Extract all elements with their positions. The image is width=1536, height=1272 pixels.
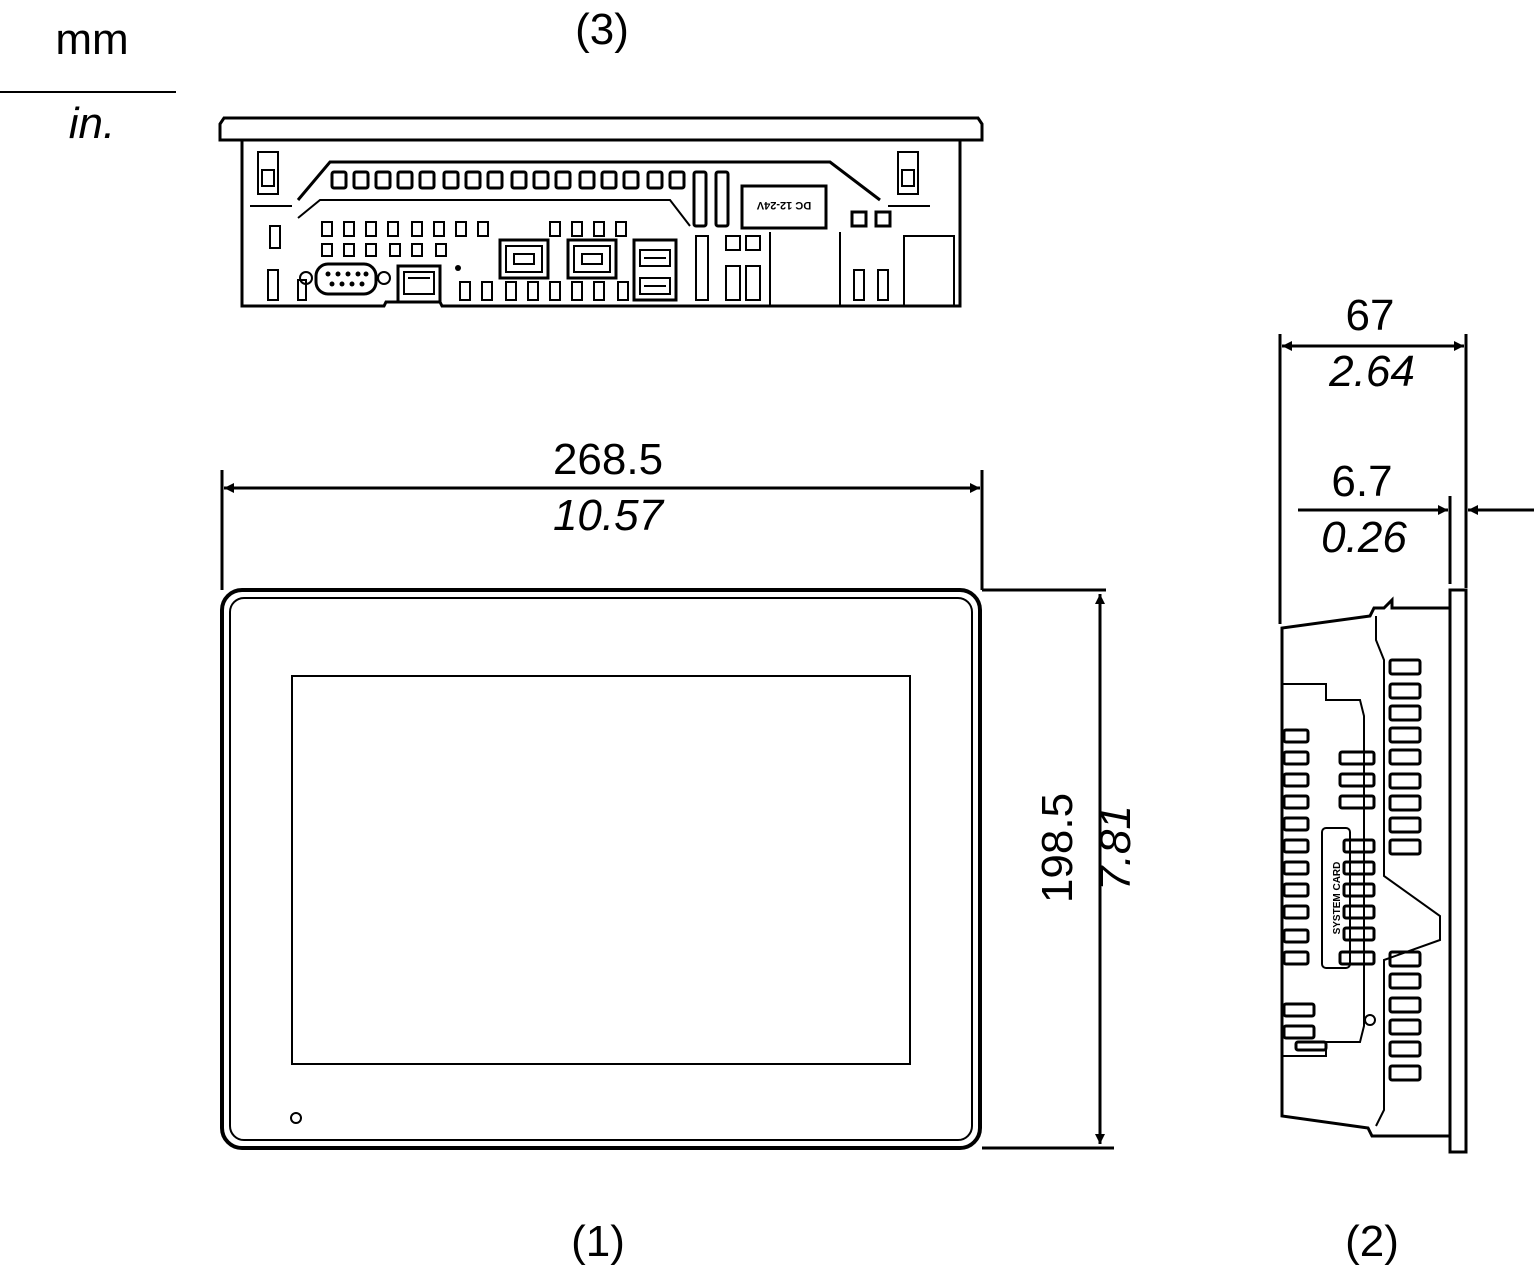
dimension-width: 268.5 10.57: [220, 435, 984, 590]
front-screen: [291, 675, 911, 1065]
ethernet-port-1: [498, 238, 550, 280]
bottom-bezel: [218, 116, 984, 142]
bezel-mm: 6.7: [1331, 457, 1392, 506]
side-vents-middle: [1338, 750, 1376, 966]
unit-legend: mm in.: [0, 15, 176, 148]
dimension-bezel: 6.7 0.26: [1298, 457, 1534, 584]
system-card-slot: [1321, 827, 1351, 969]
power-label: DC 12-24V: [756, 199, 811, 211]
bezel-in: 0.26: [1321, 513, 1407, 562]
side-vents-right: [1388, 658, 1422, 1082]
height-mm: 198.5: [1033, 793, 1082, 903]
depth-mm: 67: [1346, 291, 1395, 340]
bottom-vent-row: [330, 170, 730, 228]
view-label-side: (2): [1345, 1217, 1399, 1266]
front-led: [290, 1112, 302, 1124]
ethernet-port-2: [566, 238, 618, 280]
side-view: SYSTEM CARD: [1280, 588, 1468, 1154]
bottom-clip-right: [897, 151, 919, 195]
system-card-label: SYSTEM CARD: [1332, 862, 1343, 935]
dimension-depth: 67 2.64: [1278, 291, 1468, 624]
unit-imperial: in.: [69, 99, 115, 148]
view-label-front: (1): [571, 1217, 625, 1266]
side-body: [1280, 596, 1450, 1138]
side-bezel: [1448, 588, 1468, 1154]
rj-port-1: [396, 264, 442, 304]
front-bezel-inner: [229, 597, 973, 1141]
bottom-lower-vents: [267, 221, 629, 301]
side-vents-left: [1282, 728, 1328, 1052]
dimension-height: 198.5 7.81: [982, 588, 1140, 1150]
front-bezel: [220, 588, 982, 1150]
bottom-view: DC 12-24V: [218, 116, 984, 308]
front-view: [220, 588, 982, 1150]
unit-metric: mm: [55, 15, 128, 64]
usb-ports: [632, 238, 678, 302]
power-terminal: [740, 184, 828, 230]
depth-in: 2.64: [1328, 347, 1415, 396]
width-mm: 268.5: [553, 435, 663, 484]
bottom-clip-left: [257, 151, 279, 195]
height-in: 7.81: [1091, 805, 1140, 891]
width-in: 10.57: [553, 491, 665, 540]
view-label-bottom: (3): [575, 5, 629, 54]
serial-port: [299, 262, 391, 296]
